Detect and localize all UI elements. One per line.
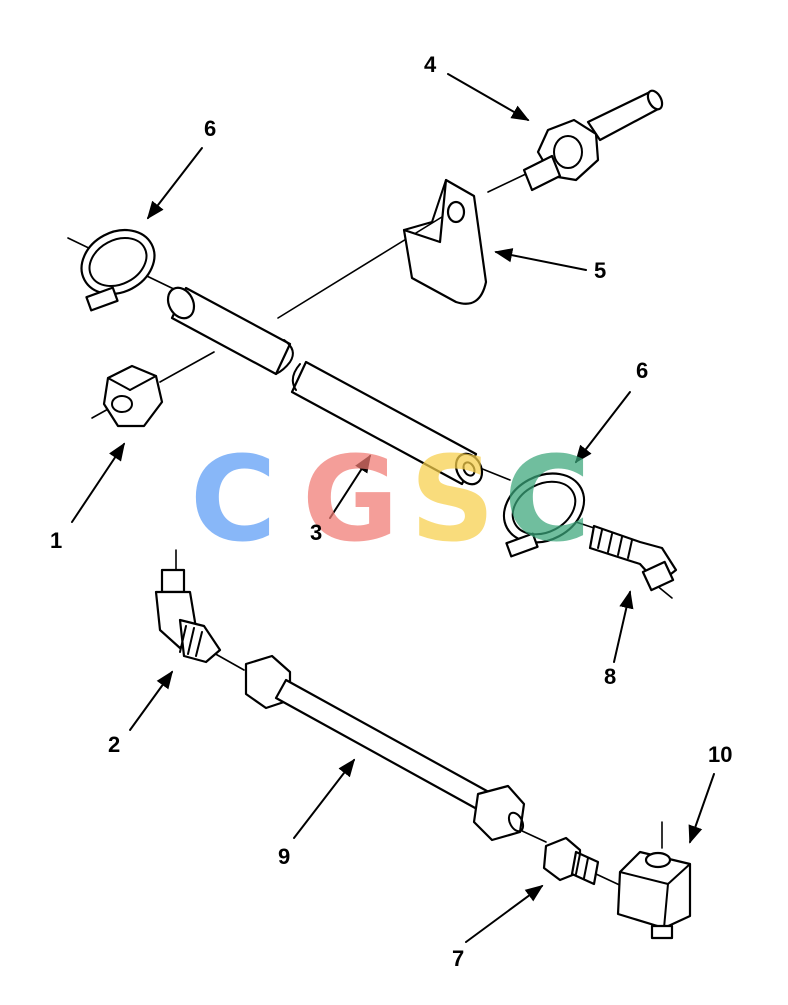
hose-clamp-upper (80, 228, 156, 312)
callout-6-lower: 6 (636, 358, 649, 383)
callout-3: 3 (310, 520, 323, 545)
support-clip (402, 178, 488, 305)
hose-clamp-lower (502, 472, 586, 558)
watermark-letter-c1: C (190, 430, 277, 568)
watermark-letter-s: S (410, 430, 495, 568)
callout-7: 7 (452, 946, 465, 971)
watermark-letter-g: G (302, 430, 399, 568)
valve-block (616, 850, 692, 940)
callout-4: 4 (424, 52, 437, 77)
callout-8: 8 (604, 664, 617, 689)
callout-leaders (71, 73, 715, 943)
hose-fitting (522, 89, 664, 192)
callout-9: 9 (278, 844, 291, 869)
callout-5: 5 (594, 258, 607, 283)
tube-assembly (244, 654, 526, 842)
hex-nut (102, 364, 164, 428)
adapter-fitting (542, 836, 600, 886)
callout-2: 2 (108, 732, 121, 757)
callout-10: 10 (708, 742, 733, 767)
callout-6-upper: 6 (204, 116, 217, 141)
callout-1: 1 (50, 528, 63, 553)
hose-section-upper (166, 286, 294, 376)
hose-section-lower (290, 360, 484, 486)
elbow-fitting (588, 524, 678, 592)
watermark-letter-c2: C (504, 430, 591, 568)
elbow-fitting-90 (154, 568, 222, 664)
